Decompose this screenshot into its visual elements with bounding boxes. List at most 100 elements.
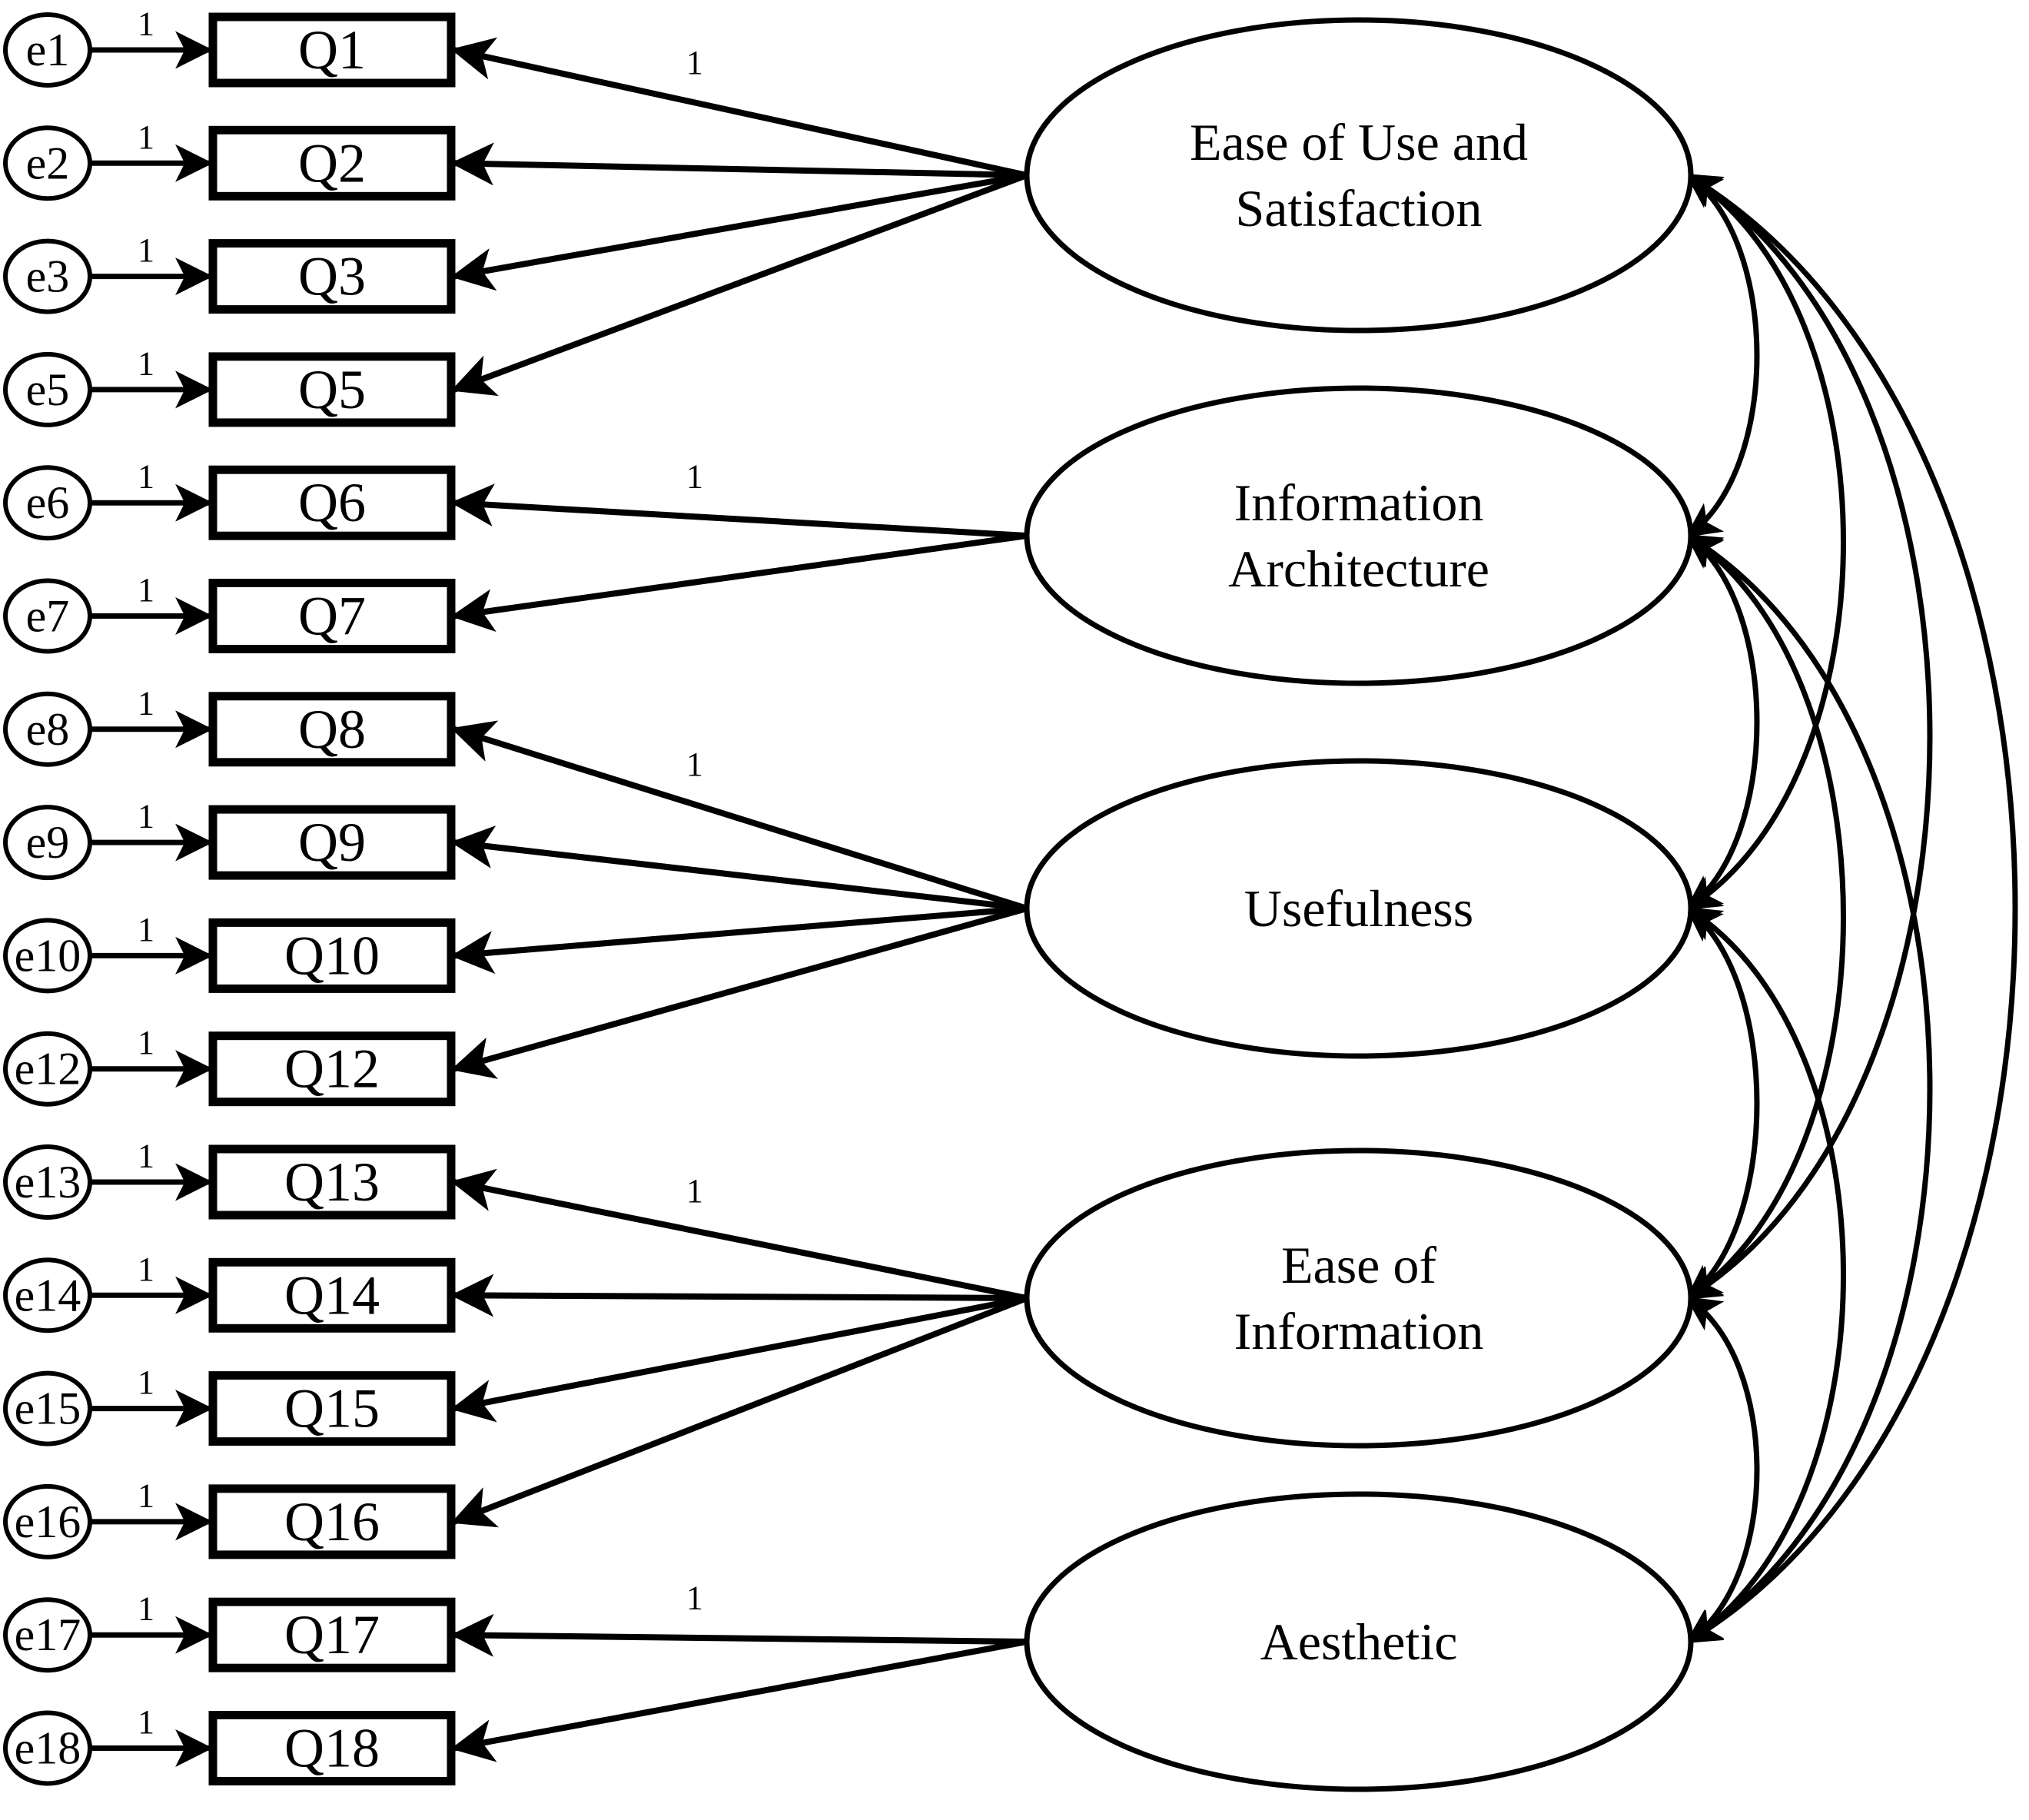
error-label-e16: e16: [15, 1496, 81, 1547]
error-weight-label-e17: 1: [138, 1590, 154, 1628]
error-term-e15[interactable]: e15: [3, 1370, 92, 1446]
error-label-e2: e2: [26, 138, 70, 188]
loading-path-f4-to-q15: [450, 1295, 1028, 1423]
factor-covariance-arcs: [1685, 173, 2018, 1644]
indicator-label-q17: Q17: [284, 1604, 380, 1666]
error-term-e14[interactable]: e14: [3, 1257, 92, 1333]
loading-path-f1-to-q2: [450, 142, 1028, 186]
error-label-e10: e10: [15, 930, 81, 981]
covariance-arc-f2-f4: [1685, 533, 1846, 1300]
latent-factor-f3[interactable]: Usefulness: [1024, 758, 1694, 1059]
indicator-box-q13[interactable]: Q13: [208, 1144, 456, 1220]
loading-path-f3-to-q12: [450, 905, 1028, 1079]
indicator-box-q15[interactable]: Q15: [208, 1371, 456, 1446]
error-term-e10[interactable]: e10: [3, 918, 92, 994]
loading-fixed-label-f3: 1: [686, 746, 703, 783]
loading-path-f1-to-q1: [450, 37, 1028, 178]
error-weight-label-e9: 1: [138, 798, 154, 835]
covariance-arc-f3-f5: [1685, 906, 1846, 1644]
indicator-box-q9[interactable]: Q9: [208, 805, 456, 880]
indicator-box-q10[interactable]: Q10: [208, 918, 456, 993]
latent-factor-label-f5-line-1: Aesthetic: [1260, 1612, 1458, 1671]
error-term-e3[interactable]: e3: [3, 238, 92, 314]
covariance-arc-f1-f4: [1685, 173, 1933, 1300]
error-weight-label-e15: 1: [138, 1363, 154, 1401]
indicator-label-q15: Q15: [284, 1378, 380, 1440]
covariance-arc-f1-f3: [1685, 173, 1846, 911]
error-term-e5[interactable]: e5: [3, 351, 92, 427]
indicator-box-q17[interactable]: Q17: [208, 1597, 456, 1672]
loading-path-f1-to-q5: [450, 172, 1028, 397]
error-label-e12: e12: [15, 1044, 81, 1094]
indicator-box-q14[interactable]: Q14: [208, 1257, 456, 1333]
error-label-e17: e17: [15, 1609, 81, 1660]
latent-factor-label-f1-line-1: Ease of Use and: [1190, 113, 1528, 171]
loading-path-f2-to-q6: [450, 483, 1028, 539]
covariance-arc-f1-f5: [1685, 173, 2018, 1644]
error-label-e18: e18: [15, 1723, 81, 1774]
indicator-box-q12[interactable]: Q12: [208, 1031, 456, 1107]
error-term-e18[interactable]: e18: [3, 1710, 92, 1786]
loading-fixed-label-f1: 1: [686, 44, 703, 81]
error-term-e13[interactable]: e13: [3, 1144, 92, 1220]
loading-path-f1-to-q3: [450, 172, 1028, 291]
error-term-e12[interactable]: e12: [3, 1031, 92, 1107]
error-weight-label-e5: 1: [138, 344, 154, 382]
loading-path-f4-to-q16: [450, 1295, 1028, 1528]
loading-path-f4-to-q14: [450, 1274, 1028, 1317]
latent-factor-label-f2-line-2: Architecture: [1228, 540, 1489, 598]
error-label-e15: e15: [15, 1383, 81, 1434]
indicator-label-q14: Q14: [284, 1264, 380, 1326]
indicator-label-q7: Q7: [298, 586, 366, 647]
error-label-e14: e14: [15, 1270, 81, 1320]
indicator-box-q3[interactable]: Q3: [208, 239, 456, 314]
error-term-e1[interactable]: e1: [3, 12, 92, 88]
error-term-e17[interactable]: e17: [3, 1597, 92, 1673]
loading-fixed-label-f5: 1: [686, 1579, 703, 1616]
error-label-e3: e3: [26, 251, 70, 302]
error-weight-label-e6: 1: [138, 458, 154, 496]
indicator-box-q18[interactable]: Q18: [208, 1711, 456, 1785]
indicator-box-q8[interactable]: Q8: [208, 692, 456, 767]
error-weight-label-e8: 1: [138, 684, 154, 722]
error-term-e6[interactable]: e6: [3, 465, 92, 541]
error-term-e2[interactable]: e2: [3, 125, 92, 201]
loading-path-f4-to-q13: [450, 1168, 1028, 1301]
latent-factor-label-f3-line-1: Usefulness: [1244, 879, 1473, 938]
indicator-box-q16[interactable]: Q16: [208, 1484, 456, 1559]
error-weight-label-e10: 1: [138, 911, 154, 948]
error-label-e13: e13: [15, 1157, 81, 1207]
latent-factor-f5[interactable]: Aesthetic: [1024, 1491, 1694, 1792]
covariance-arc-f4-f5: [1685, 1296, 1760, 1644]
loading-path-f3-to-q8: [450, 720, 1028, 912]
indicator-label-q1: Q1: [298, 19, 366, 81]
indicator-box-q1[interactable]: Q1: [208, 12, 456, 88]
error-term-e16[interactable]: e16: [3, 1483, 92, 1559]
error-label-e9: e9: [26, 817, 70, 868]
loading-path-f5-to-q17: [450, 1613, 1028, 1657]
latent-factor-label-f4-line-2: Information: [1234, 1302, 1484, 1360]
loading-path-f3-to-q9: [450, 825, 1028, 912]
factor-loading-paths: [450, 37, 1028, 1762]
indicator-label-q6: Q6: [298, 472, 366, 533]
loading-path-f3-to-q10: [450, 905, 1028, 975]
indicator-label-q8: Q8: [298, 699, 366, 760]
error-weight-label-e2: 1: [138, 118, 154, 156]
error-term-e9[interactable]: e9: [3, 805, 92, 881]
error-term-e8[interactable]: e8: [3, 691, 92, 767]
error-label-e1: e1: [26, 25, 70, 75]
error-weight-label-e3: 1: [138, 231, 154, 269]
indicator-box-q6[interactable]: Q6: [208, 465, 456, 540]
indicator-label-q12: Q12: [284, 1038, 380, 1100]
error-label-e6: e6: [26, 477, 70, 528]
indicator-box-q5[interactable]: Q5: [208, 352, 456, 427]
error-term-e7[interactable]: e7: [3, 578, 92, 654]
indicator-box-q2[interactable]: Q2: [208, 125, 456, 201]
error-weight-label-e12: 1: [138, 1024, 154, 1061]
indicator-box-q7[interactable]: Q7: [208, 579, 456, 653]
